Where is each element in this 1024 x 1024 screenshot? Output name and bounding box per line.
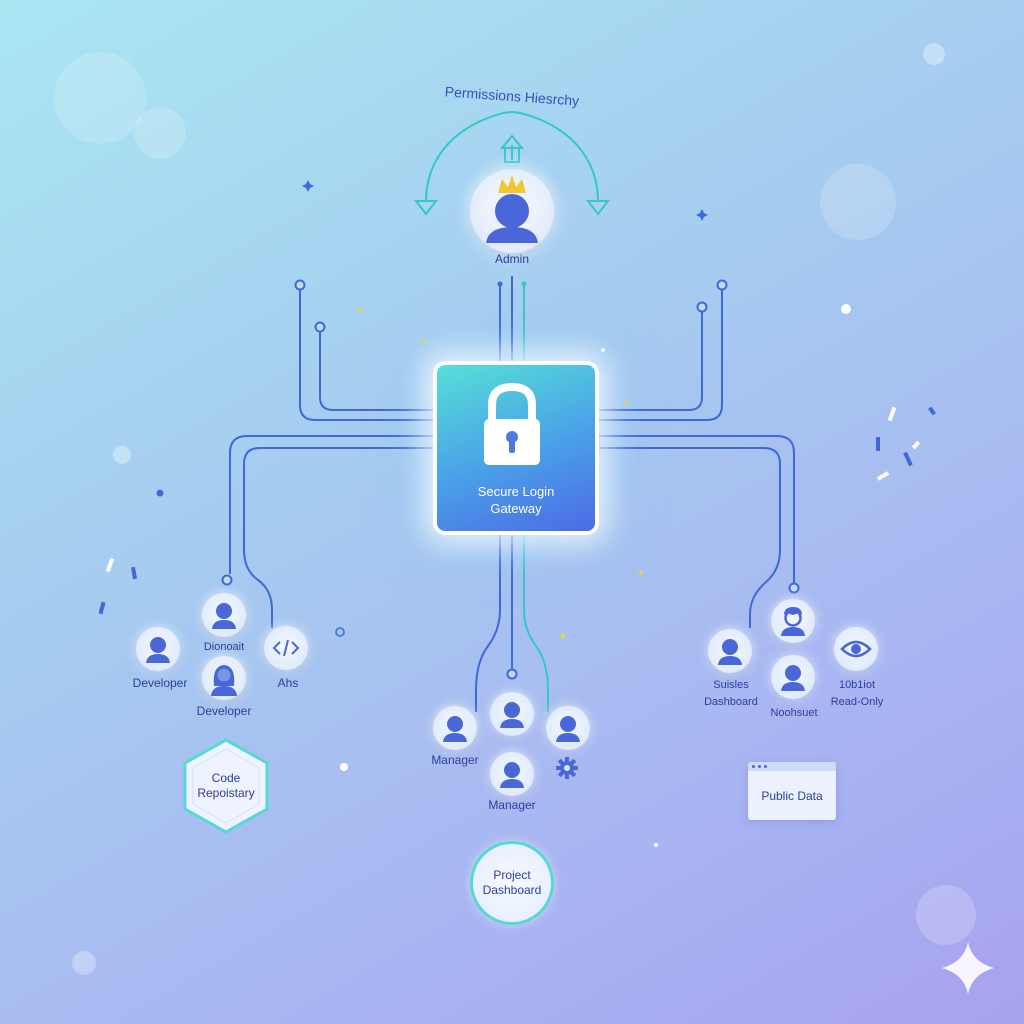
developer-label-2: Developer bbox=[196, 704, 252, 718]
project-dashboard-label: Project Dashboard bbox=[473, 868, 551, 898]
read-only-label: 10b1iot Read-Only bbox=[831, 678, 884, 710]
lower-left-branch bbox=[221, 435, 433, 628]
lower-right-branch bbox=[591, 435, 800, 628]
person-icon bbox=[443, 716, 467, 742]
read-only-node[interactable] bbox=[834, 627, 878, 671]
admin-node[interactable] bbox=[470, 169, 554, 253]
gateway-label-line1: Secure Login bbox=[477, 484, 555, 499]
person-icon bbox=[781, 607, 805, 636]
gateway-label-line2: Gateway bbox=[490, 501, 542, 516]
public-data-window[interactable]: Public Data bbox=[748, 762, 836, 820]
person-icon bbox=[146, 637, 170, 663]
manager-label-2: Manager bbox=[488, 798, 536, 812]
gear-icon[interactable] bbox=[554, 755, 580, 781]
api-node[interactable] bbox=[264, 626, 308, 670]
noohsuet-avatar[interactable] bbox=[771, 655, 815, 699]
sparkle-icon bbox=[942, 942, 994, 994]
code-repository-label-line2: Repoistary bbox=[197, 786, 255, 800]
decorative-bubbles bbox=[54, 43, 976, 975]
api-label: Ahs bbox=[277, 676, 299, 690]
person-icon bbox=[500, 762, 524, 788]
code-repository[interactable]: Code Repoistary bbox=[182, 737, 270, 835]
lower-center-branch bbox=[475, 527, 549, 712]
manager-avatar-4[interactable] bbox=[490, 752, 534, 796]
suisles-label: Suisles Dashboard bbox=[704, 678, 758, 710]
read-only-label-line2: Read-Only bbox=[830, 696, 884, 708]
person-icon bbox=[212, 603, 236, 629]
suisles-label-line2: Dashboard bbox=[704, 696, 758, 708]
crown-icon bbox=[498, 175, 526, 193]
suisles-label-line1: Suisles bbox=[713, 679, 749, 691]
code-repository-label-line1: Code bbox=[211, 771, 241, 785]
project-dashboard-label-line2: Dashboard bbox=[482, 883, 542, 897]
manager-label-1: Manager bbox=[431, 753, 479, 767]
admin-gateway-lines bbox=[497, 276, 527, 361]
upper-left-branch bbox=[294, 279, 433, 421]
team-avatar-top[interactable] bbox=[771, 599, 815, 643]
read-only-label-line1: 10b1iot bbox=[838, 679, 876, 691]
dionoait-label: Dionoait bbox=[203, 641, 245, 653]
secure-login-gateway[interactable]: Secure Login Gateway bbox=[433, 361, 599, 535]
code-repository-label: Code Repoistary bbox=[182, 771, 270, 801]
developer-avatar-1[interactable] bbox=[136, 627, 180, 671]
dionoait-avatar[interactable] bbox=[202, 593, 246, 637]
project-dashboard-label-line1: Project bbox=[493, 868, 531, 882]
manager-avatar-2[interactable] bbox=[490, 692, 534, 736]
developer-label-1: Developer bbox=[132, 676, 188, 690]
lock-icon bbox=[484, 382, 540, 465]
person-icon bbox=[500, 702, 524, 728]
project-dashboard[interactable]: Project Dashboard bbox=[473, 844, 551, 922]
window-icon bbox=[748, 762, 836, 771]
hexagon-shape bbox=[183, 738, 269, 834]
developer-avatar-2[interactable] bbox=[202, 656, 246, 700]
person-icon bbox=[781, 665, 805, 691]
upper-right-branch bbox=[591, 279, 728, 421]
public-data-label: Public Data bbox=[761, 789, 823, 803]
code-icon bbox=[272, 639, 300, 657]
suisles-avatar[interactable] bbox=[708, 629, 752, 673]
gateway-label: Secure Login Gateway bbox=[437, 483, 595, 517]
manager-avatar-3[interactable] bbox=[546, 706, 590, 750]
eye-icon bbox=[840, 640, 872, 658]
admin-person-icon bbox=[486, 175, 538, 243]
person-icon bbox=[556, 716, 580, 742]
manager-avatar-1[interactable] bbox=[433, 706, 477, 750]
person-icon bbox=[718, 639, 742, 665]
admin-arc bbox=[413, 110, 611, 216]
admin-label: Admin bbox=[494, 252, 530, 266]
person-female-icon bbox=[211, 665, 237, 696]
noohsuet-label: Noohsuet bbox=[770, 707, 818, 719]
